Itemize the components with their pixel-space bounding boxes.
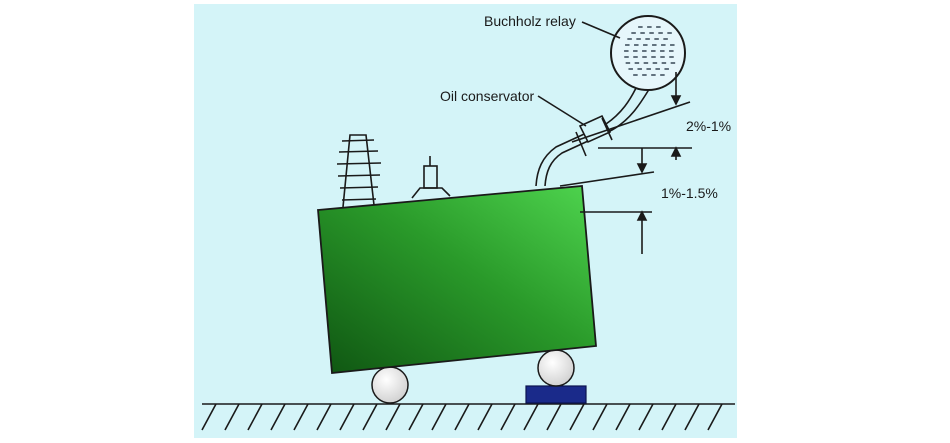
- ground-hatch-line: [477, 403, 493, 431]
- buchholz-leader: [581, 21, 621, 39]
- ground-hatch-line: [339, 403, 355, 431]
- slope-indicators: [559, 72, 692, 254]
- transformer-tank: [317, 185, 597, 374]
- oil-conservator-label: Oil conservator: [440, 88, 534, 104]
- ground-hatch-line: [431, 403, 447, 431]
- conservator-leader: [537, 95, 587, 127]
- ground-hatch-line: [362, 403, 378, 431]
- ground-hatch-line: [523, 403, 539, 431]
- ground-hatch-line: [500, 403, 516, 431]
- slope-pipe-label: 2%-1%: [686, 118, 731, 134]
- ground-hatch-line: [293, 403, 309, 431]
- ground-hatch-line: [684, 403, 700, 431]
- slope-tank-label: 1%-1.5%: [661, 185, 718, 201]
- ground-hatch-line: [615, 403, 631, 431]
- ground-hatch-line: [661, 403, 677, 431]
- ground: [201, 403, 735, 431]
- ground-hatch-line: [224, 403, 240, 431]
- small-bushing: [411, 156, 451, 199]
- ground-hatch-line: [569, 403, 585, 431]
- ground-hatch-line: [592, 403, 608, 431]
- buchholz-relay-label: Buchholz relay: [484, 13, 576, 29]
- ground-hatch-line: [247, 403, 263, 431]
- bushing: [336, 134, 382, 208]
- base-block: [525, 385, 587, 404]
- oil-conservator: [610, 15, 686, 91]
- ground-hatch-line: [201, 403, 217, 431]
- ground-hatch-line: [408, 403, 424, 431]
- left-roller: [371, 366, 409, 404]
- ground-hatch-line: [707, 403, 723, 431]
- ground-hatch-line: [270, 403, 286, 431]
- ground-hatch-line: [638, 403, 654, 431]
- ground-hatch-line: [385, 403, 401, 431]
- ground-hatch-line: [316, 403, 332, 431]
- right-roller: [537, 349, 575, 387]
- ground-hatch-line: [546, 403, 562, 431]
- ground-hatch-line: [454, 403, 470, 431]
